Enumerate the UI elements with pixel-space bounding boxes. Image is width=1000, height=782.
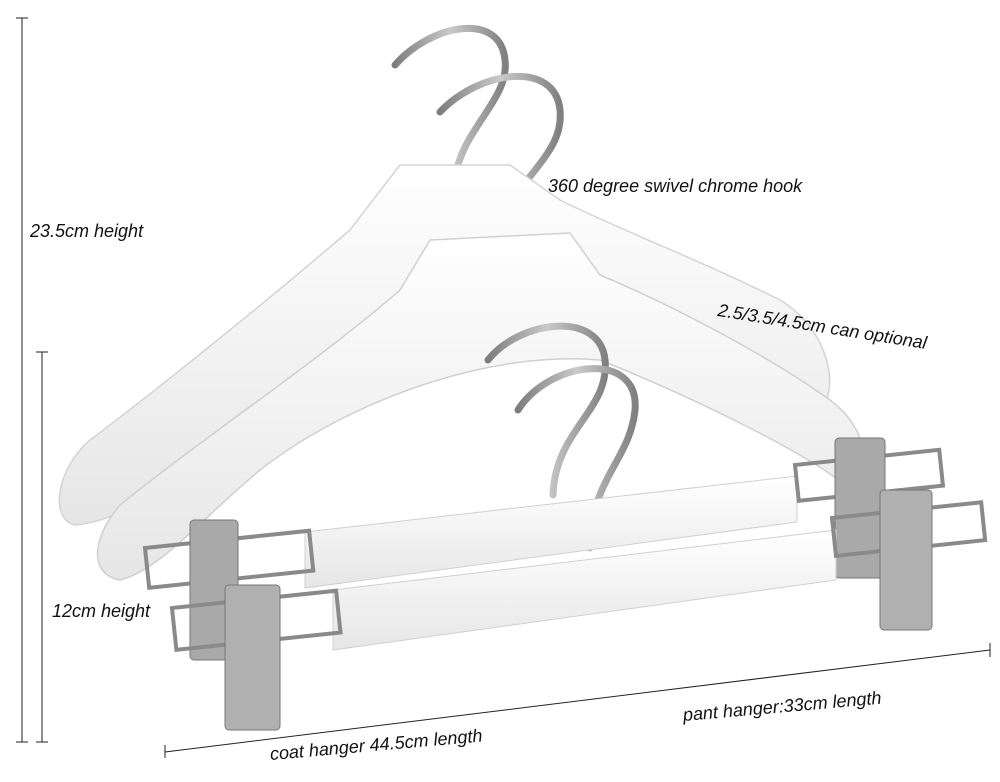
coat-hanger-front bbox=[96, 232, 864, 581]
length-line bbox=[164, 649, 991, 753]
total-height-label: 23.5cm height bbox=[30, 221, 144, 241]
hook-icon bbox=[391, 24, 509, 184]
hook-label: 360 degree swivel chrome hook bbox=[548, 176, 803, 196]
pant-height-label: 12cm height bbox=[52, 601, 151, 621]
pant-hooks bbox=[484, 322, 639, 552]
hook-icon bbox=[514, 365, 639, 552]
hook-icon bbox=[484, 322, 609, 499]
pant-hanger-front bbox=[169, 489, 988, 731]
